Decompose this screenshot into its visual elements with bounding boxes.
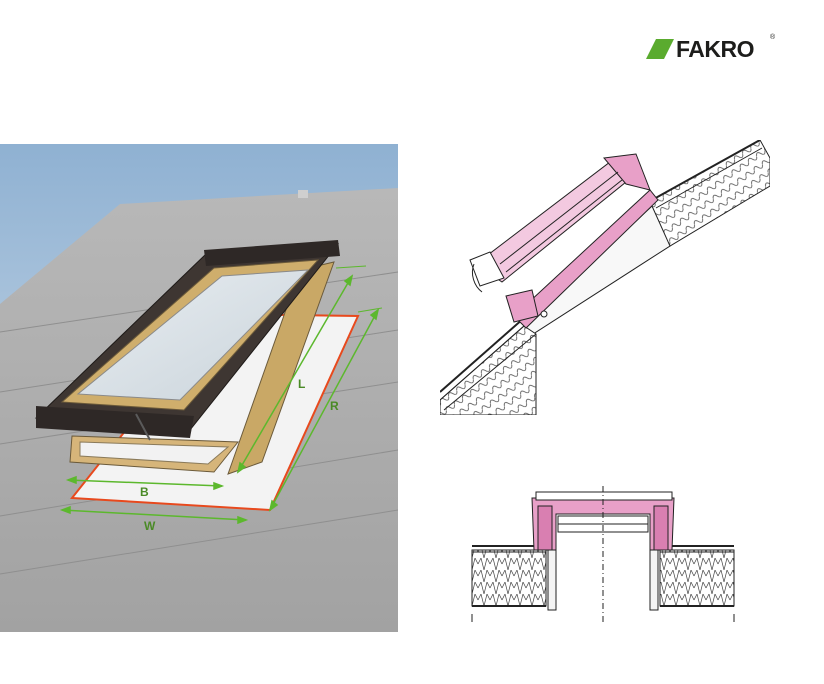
roof-window-illustration: B W L R bbox=[0, 144, 398, 632]
roof-layer-right bbox=[659, 549, 735, 607]
roof-layer-upper bbox=[651, 140, 770, 247]
window-frame-side bbox=[227, 261, 335, 475]
roof-layer-left bbox=[471, 549, 547, 607]
window-glass bbox=[76, 269, 310, 401]
dimension-label-l: L bbox=[298, 377, 305, 391]
dimension-label-r: R bbox=[330, 399, 339, 413]
window-frame-section bbox=[513, 189, 659, 329]
registered-mark: ® bbox=[770, 34, 776, 41]
width-section-drawing bbox=[471, 486, 735, 622]
dimension-lines bbox=[59, 265, 383, 525]
roof-section-drawing bbox=[440, 140, 770, 415]
dimension-label-w: W bbox=[144, 519, 156, 533]
dimension-label-b: B bbox=[140, 485, 149, 499]
fakro-logo: FAKRO ® bbox=[646, 34, 780, 62]
fakro-logo-text: FAKRO bbox=[676, 36, 755, 62]
fakro-logo-mark-icon bbox=[646, 39, 674, 59]
